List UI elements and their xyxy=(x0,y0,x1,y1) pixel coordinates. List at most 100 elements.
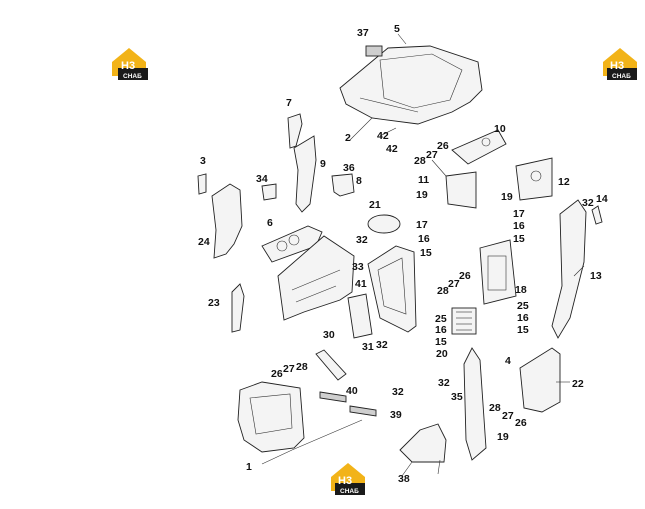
part-rear-panel-22 xyxy=(519,347,561,413)
callout-label: 27 xyxy=(426,149,438,161)
callout-label: 32 xyxy=(376,339,388,351)
callout-label: 32 xyxy=(438,377,450,389)
callout-label: 26 xyxy=(459,270,471,282)
logo-letters: H3 xyxy=(338,475,352,487)
callout-label: 32 xyxy=(392,386,404,398)
part-side-panel-24 xyxy=(211,183,243,259)
logo-letters: H3 xyxy=(610,60,624,72)
part-bin-21 xyxy=(367,214,401,234)
part-clip-14 xyxy=(591,205,603,225)
callout-label: 25 xyxy=(435,313,447,325)
part-bracket-7 xyxy=(287,113,303,149)
callout-label: 24 xyxy=(198,236,210,248)
callout-label: 19 xyxy=(497,431,509,443)
part-frame-trim-31 xyxy=(367,245,417,333)
callout-label: 19 xyxy=(416,189,428,201)
callout-label: 28 xyxy=(296,361,308,373)
part-bar-40 xyxy=(319,391,347,403)
callout-label: 7 xyxy=(286,97,292,109)
callout-label: 34 xyxy=(256,173,268,185)
callout-label: 38 xyxy=(398,473,410,485)
callout-label: 20 xyxy=(436,348,448,360)
part-grille-20 xyxy=(451,307,477,335)
callout-label: 37 xyxy=(357,27,369,39)
callout-label: 26 xyxy=(515,417,527,429)
brand-logo: H3 CHAБ xyxy=(331,463,365,495)
logo-text: CHAБ xyxy=(123,73,142,80)
callout-label: 11 xyxy=(418,174,429,186)
part-bar-28 xyxy=(315,349,347,381)
part-bracket-34 xyxy=(261,183,277,201)
callout-label: 41 xyxy=(355,278,367,290)
callout-label: 21 xyxy=(369,199,381,211)
callout-label: 27 xyxy=(502,410,514,422)
callout-label: 15 xyxy=(420,247,432,259)
part-cover-30 xyxy=(347,293,373,339)
callout-label: 27 xyxy=(448,278,460,290)
callout-label: 31 xyxy=(362,341,374,353)
callout-label: 8 xyxy=(356,175,362,187)
logo-letters: H3 xyxy=(121,60,135,72)
callout-label: 18 xyxy=(515,284,527,296)
callout-label: 26 xyxy=(437,140,449,152)
callout-label: 16 xyxy=(418,233,430,245)
part-parcel-shelf xyxy=(339,45,483,125)
callout-label: 28 xyxy=(414,155,426,167)
callout-label: 40 xyxy=(346,385,358,397)
callout-label: 25 xyxy=(517,300,529,312)
callout-label: 3 xyxy=(200,155,206,167)
callout-label: 17 xyxy=(416,219,428,231)
brand-logo: H3 CHAБ xyxy=(112,48,148,80)
callout-label: 16 xyxy=(435,324,447,336)
callout-label: 2 xyxy=(345,132,351,144)
part-panel-12 xyxy=(515,157,553,201)
callout-label: 35 xyxy=(451,391,463,403)
callout-label: 19 xyxy=(501,191,513,203)
callout-label: 28 xyxy=(489,402,501,414)
callout-label: 33 xyxy=(352,261,364,273)
part-console-10 xyxy=(451,129,507,165)
part-pillar-13 xyxy=(551,199,587,339)
callout-label: 15 xyxy=(513,233,525,245)
brand-logo: H3 CHAБ xyxy=(603,48,637,80)
callout-label: 39 xyxy=(390,409,402,421)
callout-label: 10 xyxy=(494,123,506,135)
callout-label: 16 xyxy=(513,220,525,232)
callout-label: 12 xyxy=(558,176,570,188)
callout-label: 15 xyxy=(435,336,447,348)
callout-label: 22 xyxy=(572,378,584,390)
callout-label: 16 xyxy=(517,312,529,324)
callout-label: 6 xyxy=(267,217,273,229)
callout-label: 42 xyxy=(377,130,389,142)
callout-label: 27 xyxy=(283,363,295,375)
part-bar-39 xyxy=(349,405,377,417)
part-tray-6 xyxy=(261,225,323,263)
part-clip-8 xyxy=(331,173,355,197)
callout-label: 32 xyxy=(356,234,368,246)
callout-labels: 37 5 2 42 42 7 9 36 8 3 34 6 24 23 26 27… xyxy=(198,23,608,485)
part-lower-panel-38 xyxy=(399,423,447,463)
part-box-11 xyxy=(445,171,477,209)
part-side-trim-41 xyxy=(277,235,355,321)
callout-label: 5 xyxy=(394,23,400,35)
callout-label: 28 xyxy=(437,285,449,297)
callout-label: 32 xyxy=(582,197,594,209)
callout-label: 30 xyxy=(323,329,335,341)
part-console-1 xyxy=(237,381,305,453)
part-plate-3 xyxy=(197,173,207,195)
callout-label: 1 xyxy=(246,461,252,473)
callout-label: 4 xyxy=(505,355,511,367)
callout-label: 17 xyxy=(513,208,525,220)
logo-text: CHAБ xyxy=(340,488,359,495)
callout-label: 14 xyxy=(596,193,608,205)
callout-label: 36 xyxy=(343,162,355,174)
callout-label: 42 xyxy=(386,143,398,155)
part-pillar-trim-9 xyxy=(293,135,317,213)
part-trim-35 xyxy=(463,347,487,461)
logo-text: CHAБ xyxy=(612,73,631,80)
callout-label: 26 xyxy=(271,368,283,380)
callout-label: 23 xyxy=(208,297,220,309)
callout-label: 9 xyxy=(320,158,326,170)
part-frame-18 xyxy=(479,239,517,305)
